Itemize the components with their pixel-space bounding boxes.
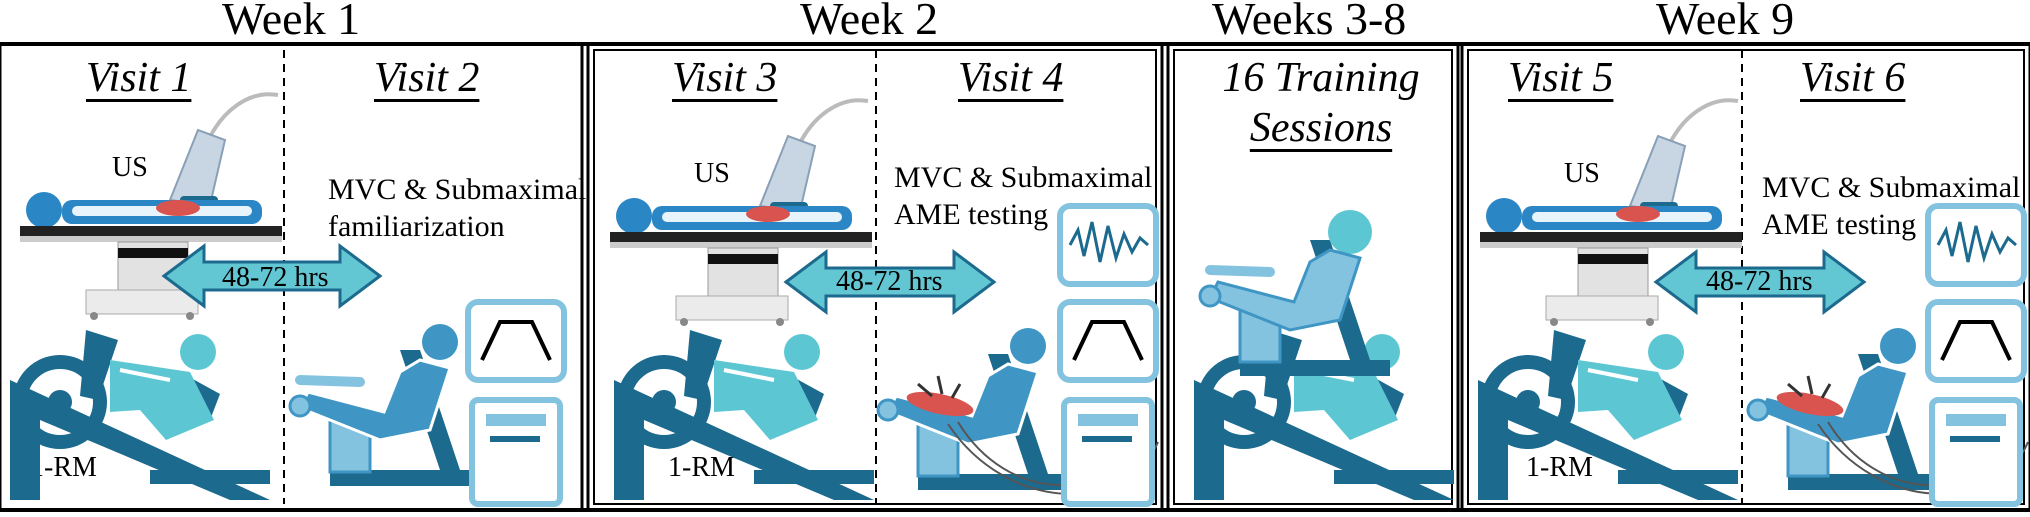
leg-press-machine-training xyxy=(1194,330,1454,500)
dynamometer-computer-visit-2 xyxy=(465,299,567,507)
visit-4-label: Visit 4 xyxy=(958,55,1064,101)
week-9-box-outer xyxy=(1460,42,2030,512)
visit-2-label: Visit 2 xyxy=(374,55,480,101)
dynamometer-computer-visit-6 xyxy=(1925,203,2027,507)
testing-v4-line-1: MVC & Submaximal xyxy=(894,161,1153,194)
one-rm-label-week-1: 1-RM xyxy=(30,452,97,483)
visit-3-label: Visit 3 xyxy=(672,55,778,101)
interval-arrow-week-9 xyxy=(1653,249,1867,315)
leg-press-machine-week-9 xyxy=(1478,330,1738,500)
us-label-visit-5: US xyxy=(1564,158,1600,189)
testing-v6-line-1: MVC & Submaximal xyxy=(1762,171,2021,204)
leg-press-machine-week-2 xyxy=(614,330,874,500)
week-3-8-label: Weeks 3-8 xyxy=(1212,0,1407,44)
testing-note-visit-6: MVC & Submaximal AME testing xyxy=(1762,170,2020,243)
week-2-label: Week 2 xyxy=(800,0,939,44)
one-rm-label-week-2: 1-RM xyxy=(668,452,735,483)
week-2-box-outer xyxy=(586,42,1164,512)
week-9-label: Week 9 xyxy=(1656,0,1795,44)
visit-6-label: Visit 6 xyxy=(1800,55,1906,101)
testing-v6-line-2: AME testing xyxy=(1762,207,1917,241)
interval-label-week-1: 48-72 hrs xyxy=(222,262,329,293)
visit-5-label: Visit 5 xyxy=(1508,55,1614,101)
interval-label-week-9: 48-72 hrs xyxy=(1706,266,1813,297)
ultrasound-scene-visit-5 xyxy=(1480,98,1742,326)
week-1-label: Week 1 xyxy=(222,0,361,44)
training-sessions-label: 16 Training Sessions xyxy=(1196,54,1446,153)
weeks-3-8-box-inner xyxy=(1173,49,1453,505)
interval-arrow-week-2 xyxy=(783,249,997,315)
leg-press-machine-week-1 xyxy=(10,330,270,500)
us-label-visit-1: US xyxy=(112,152,148,183)
dynamometer-computer-visit-4 xyxy=(1057,203,1159,507)
training-line-2: Sessions xyxy=(1249,104,1393,151)
familiarization-note: MVC & Submaximal familiarization xyxy=(328,172,586,245)
leg-extension-chair-training xyxy=(1198,210,1390,376)
visit-1-label: Visit 1 xyxy=(86,55,192,101)
familiarization-line-1: MVC & Submaximal xyxy=(328,173,587,206)
us-label-visit-3: US xyxy=(694,158,730,189)
testing-v4-line-2: AME testing xyxy=(894,197,1049,231)
interval-arrow-week-1 xyxy=(161,243,383,309)
familiarization-line-2: familiarization xyxy=(328,209,505,243)
ultrasound-scene-visit-3 xyxy=(610,98,872,326)
weeks-3-8-box-outer xyxy=(1166,42,1460,512)
testing-note-visit-4: MVC & Submaximal AME testing xyxy=(894,160,1152,233)
training-line-1: 16 Training xyxy=(1222,55,1420,101)
one-rm-label-week-9: 1-RM xyxy=(1526,452,1593,483)
interval-label-week-2: 48-72 hrs xyxy=(836,266,943,297)
week-1-box xyxy=(0,42,584,512)
leg-extension-chair-visit-2 xyxy=(288,324,480,486)
